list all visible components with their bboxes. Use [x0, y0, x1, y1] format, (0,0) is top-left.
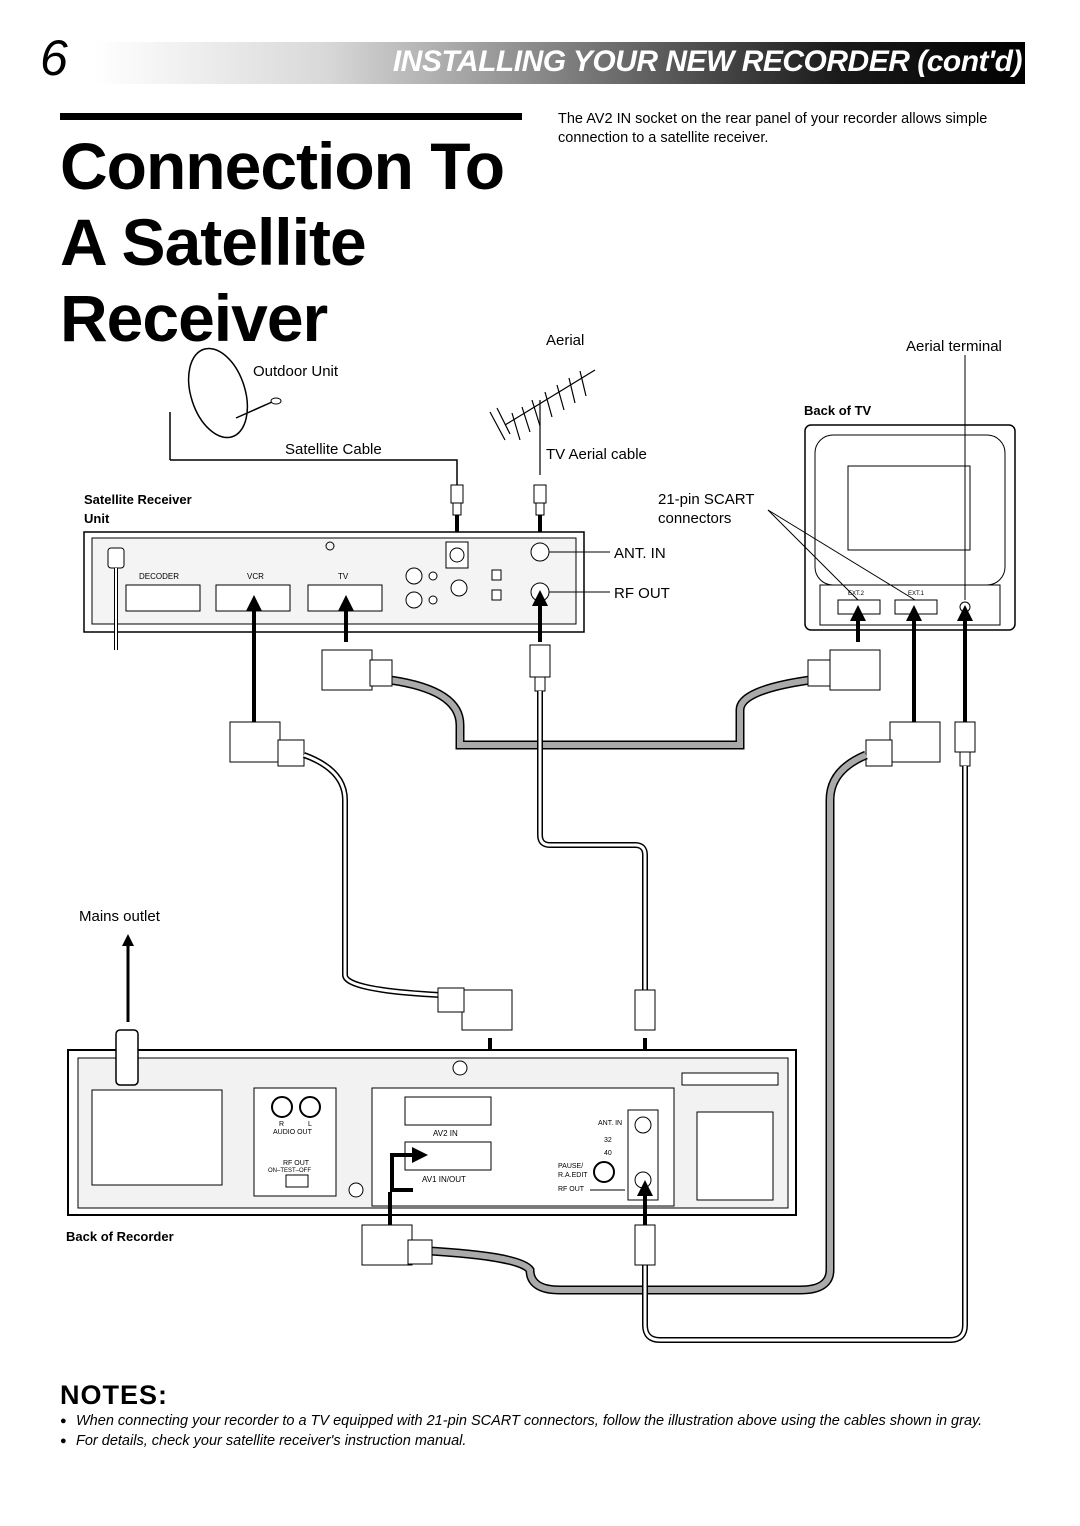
scart-plug-recorder-av1: [361, 1224, 433, 1266]
aerial-icon: [489, 369, 596, 475]
label-aerial: Aerial: [546, 332, 585, 349]
label-rec-l: L: [308, 1121, 312, 1128]
label-rec-av1-in-out: AV1 IN/OUT: [422, 1175, 466, 1184]
notes-heading: NOTES:: [60, 1380, 169, 1410]
header-band: [95, 42, 1025, 84]
label-rec-pause: PAUSE/: [558, 1163, 584, 1170]
rf-plug-recorder-rf-out: [634, 1224, 656, 1266]
notes-list: When connecting your recorder to a TV eq…: [60, 1412, 1020, 1452]
label-outdoor-unit: Outdoor Unit: [253, 363, 339, 380]
label-rec-r: R: [279, 1121, 285, 1128]
recorder-back: [67, 1029, 797, 1216]
label-rec-rf-out-switch: RF OUT: [283, 1160, 310, 1167]
rf-plug-receiver: [529, 644, 551, 692]
label-rec-rf-out: RF OUT: [558, 1186, 585, 1193]
scart-plug-recorder-av2: [437, 987, 513, 1031]
connection-diagram: [67, 347, 1016, 1343]
label-aerial-terminal: Aerial terminal: [906, 338, 1002, 355]
label-ant-in: ANT. IN: [614, 545, 666, 562]
satellite-dish-icon: [169, 347, 282, 460]
note-item: For details, check your satellite receiv…: [60, 1432, 1020, 1450]
page-number: 6: [40, 30, 68, 86]
scart-plug-receiver-tv: [321, 649, 393, 691]
label-mains-outlet: Mains outlet: [79, 908, 160, 925]
satellite-plug: [450, 484, 464, 516]
label-back-of-tv: Back of TV: [804, 403, 872, 418]
satellite-cable: [170, 459, 458, 485]
label-satellite-receiver: Satellite Receiver: [84, 492, 192, 507]
label-rf-out: RF OUT: [614, 585, 670, 602]
label-scart-1: 21-pin SCART: [658, 491, 755, 508]
satellite-receiver-unit: [83, 531, 585, 650]
label-rec-raedit: R.A.EDIT: [558, 1172, 588, 1179]
label-rec-ant-in: ANT. IN: [598, 1120, 623, 1127]
scart-plug-tv-ext1: [865, 721, 941, 767]
aerial-plug: [533, 484, 547, 516]
label-rec-av2-in: AV2 IN: [433, 1129, 458, 1138]
title-line-3: Receiver: [60, 281, 328, 355]
scart-plug-receiver-vcr: [229, 721, 305, 767]
label-rec-on-test-off: ON–TEST–OFF: [268, 1168, 312, 1174]
label-scart-2: connectors: [658, 510, 732, 527]
scart-plug-tv-ext2: [807, 649, 881, 691]
rf-plug-tv: [954, 721, 976, 767]
label-decoder: DECODER: [139, 572, 180, 581]
label-back-of-recorder: Back of Recorder: [66, 1229, 174, 1244]
label-tv-aerial-cable: TV Aerial cable: [546, 446, 647, 463]
tv-back: [804, 424, 1016, 631]
page-title: Connection To A Satellite Receiver: [60, 128, 505, 356]
title-line-2: A Satellite: [60, 205, 367, 279]
rf-plug-recorder-ant-in: [634, 989, 656, 1031]
note-item: When connecting your recorder to a TV eq…: [60, 1412, 1020, 1430]
label-rec-40: 40: [604, 1150, 612, 1157]
section-header: INSTALLING YOUR NEW RECORDER (cont'd): [392, 45, 1023, 78]
label-rec-audio-out: AUDIO OUT: [273, 1129, 312, 1136]
label-ext2: EXT.2: [848, 591, 865, 597]
label-ext1: EXT.1: [908, 591, 925, 597]
label-satellite-cable: Satellite Cable: [285, 441, 382, 458]
label-satellite-receiver-unit: Unit: [84, 511, 110, 526]
title-line-1: Connection To: [60, 129, 505, 203]
intro-text: The AV2 IN socket on the rear panel of y…: [558, 111, 988, 146]
label-tv: TV: [338, 572, 349, 581]
label-rec-32: 32: [604, 1137, 612, 1144]
title-rule: [60, 113, 522, 120]
label-vcr: VCR: [247, 572, 264, 581]
